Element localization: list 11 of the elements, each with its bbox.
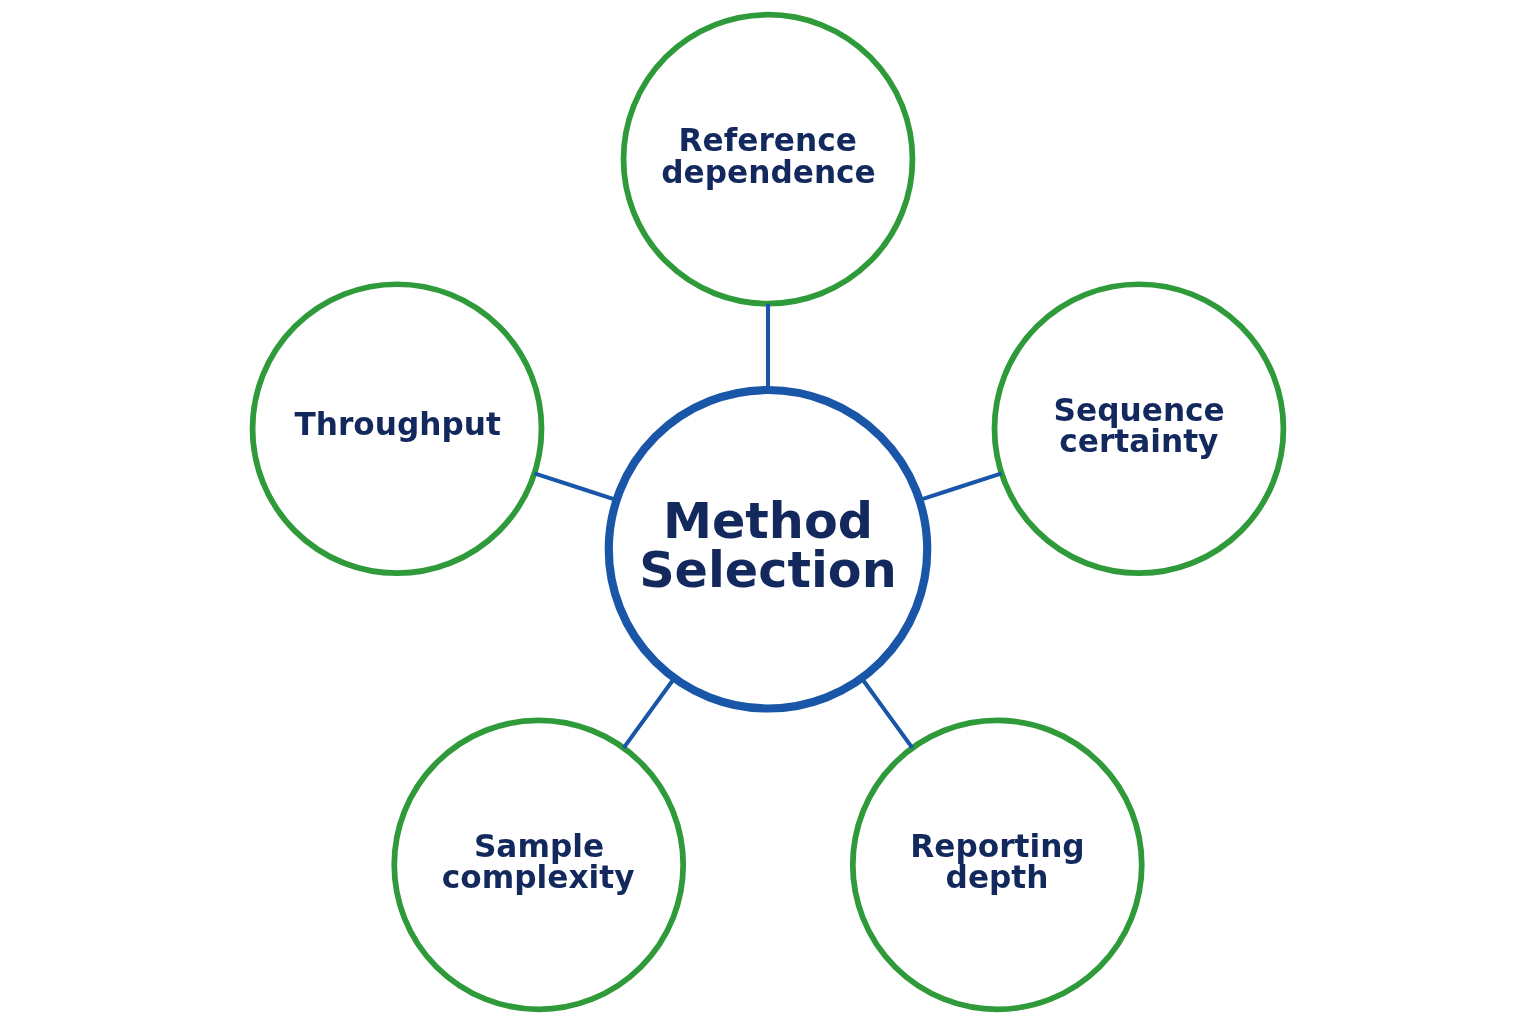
connector xyxy=(919,471,1003,502)
node-circle: Reference dependence xyxy=(620,11,916,307)
node-circle: Throughput xyxy=(249,281,545,577)
node-circle: Reporting depth xyxy=(849,717,1145,1013)
connector xyxy=(765,303,771,390)
connector xyxy=(622,677,676,750)
node-circle: Sequence certainty xyxy=(991,281,1287,577)
node-circle: Method Selection xyxy=(604,385,932,713)
connector xyxy=(860,677,914,750)
node-circle: Sample complexity xyxy=(391,717,687,1013)
connector xyxy=(533,471,617,502)
